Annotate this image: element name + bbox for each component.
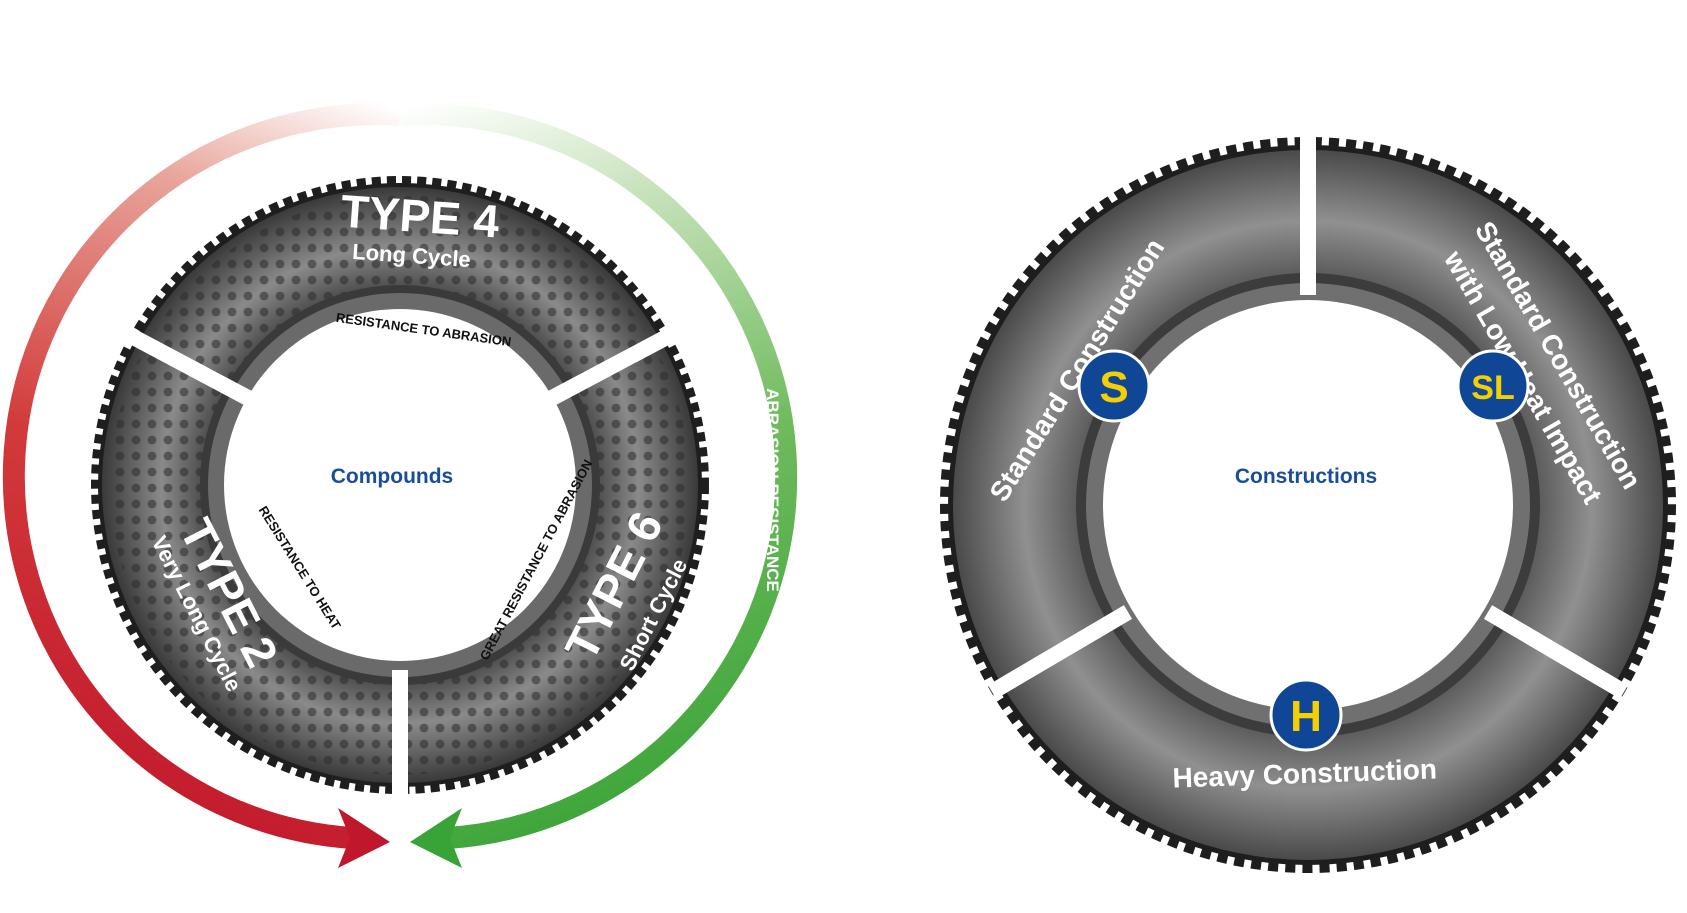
badge-sl-text: SL	[1471, 369, 1514, 407]
badge-h: H	[1269, 678, 1343, 752]
heat-resistance-arrow	[2, 103, 401, 868]
badge-s: S	[1077, 349, 1151, 423]
constructions-center-label: Constructions	[1235, 465, 1377, 488]
heat-resistance-label: HEAT RESISTANCE	[61, 411, 80, 569]
constructions-tire	[940, 128, 1676, 873]
badge-sl: SL	[1456, 349, 1530, 423]
compounds-tire	[91, 176, 709, 820]
abrasion-resistance-label: ABRASION RESISTANCE	[763, 388, 782, 592]
compounds-diagram: TYPE 4 Long Cycle RESISTANCE TO ABRASION…	[2, 103, 798, 868]
compounds-center-label: Compounds	[331, 465, 453, 488]
constructions-diagram: Standard Construction Standard Construct…	[940, 128, 1676, 873]
badge-s-text: S	[1099, 363, 1128, 412]
abrasion-resistance-arrow	[399, 103, 798, 868]
badge-h-text: H	[1290, 692, 1322, 741]
type4-title: TYPE 4	[339, 185, 501, 248]
